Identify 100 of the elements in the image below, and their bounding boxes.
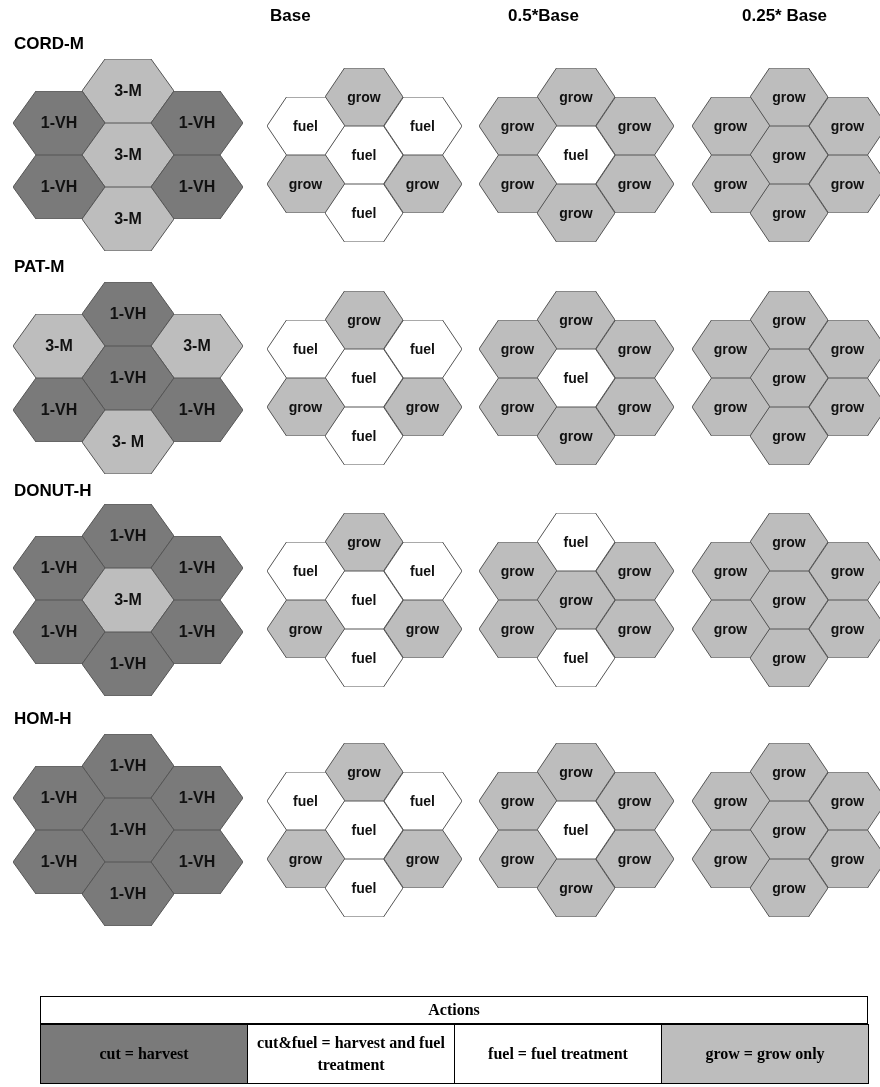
hexagon-cell: grow <box>691 97 770 155</box>
hexagon-cell: 3-M <box>13 314 105 378</box>
column-heading: Base <box>270 6 311 26</box>
hexagon-cell: grow <box>808 542 880 600</box>
hexagon-cell: 1-VH <box>151 830 243 894</box>
hexagon-cell: 1-VH <box>13 830 105 894</box>
column-heading: 0.25* Base <box>742 6 828 26</box>
hexagon-cell: 3- M <box>82 410 174 474</box>
hexagon-cell: fuel <box>325 629 403 687</box>
hexagon-cell: grow <box>750 571 828 629</box>
hexagon-cell: fuel <box>383 320 462 378</box>
hexagon-cell: 1-VH <box>151 766 243 830</box>
hexagon-cell: grow <box>750 859 828 917</box>
hexagon-cell: grow <box>750 629 828 687</box>
hexagon-cell: grow <box>691 542 770 600</box>
hexagon-cell: fuel <box>325 801 403 859</box>
hexagon-cell: grow <box>478 155 557 213</box>
hexagon-cell: grow <box>595 378 674 436</box>
hexagon-cell: 1-VH <box>151 378 243 442</box>
hexagon-cell: grow <box>595 772 674 830</box>
hexagon-cell: grow <box>537 184 615 242</box>
hexagon-cell: fuel <box>325 349 403 407</box>
hexagon-cell: 3-M <box>82 59 174 123</box>
hexagon-cell: grow <box>266 378 345 436</box>
hexagon-cell: fuel <box>325 184 403 242</box>
hexagon-cell: grow <box>691 155 770 213</box>
hexagon-cell: grow <box>750 184 828 242</box>
hexagon-cell: grow <box>595 97 674 155</box>
legend-cell: cut = harvest <box>40 1024 248 1084</box>
legend-cell: fuel = fuel treatment <box>454 1024 662 1084</box>
hexagon-cell: grow <box>325 291 403 349</box>
hexagon-cell: grow <box>750 291 828 349</box>
hexagon-cell: fuel <box>325 407 403 465</box>
hexagon-cell: fuel <box>537 126 615 184</box>
hexagon-cell: grow <box>325 743 403 801</box>
hexagon-cell: 1-VH <box>13 155 105 219</box>
hexagon-cell: grow <box>537 68 615 126</box>
hexagon-cell: grow <box>691 600 770 658</box>
hexagon-cell: fuel <box>266 320 345 378</box>
hexagon-cell: grow <box>595 155 674 213</box>
hexagon-cell: grow <box>537 571 615 629</box>
hexagon-cell: grow <box>691 830 770 888</box>
hexagon-cell: grow <box>750 743 828 801</box>
hexagon-cell: 1-VH <box>82 346 174 410</box>
hexagon-cell: 1-VH <box>151 155 243 219</box>
hexagon-cell: grow <box>750 68 828 126</box>
hexagon-cell: 1-VH <box>82 734 174 798</box>
hexagon-cell: grow <box>750 349 828 407</box>
row-heading: CORD-M <box>14 34 84 54</box>
hexagon-cell: fuel <box>325 126 403 184</box>
hexagon-cell: 1-VH <box>82 798 174 862</box>
hexagon-cell: grow <box>595 320 674 378</box>
hexagon-cell: fuel <box>383 772 462 830</box>
hexagon-cell: grow <box>537 859 615 917</box>
hexagon-cell: fuel <box>537 801 615 859</box>
column-heading: 0.5*Base <box>508 6 579 26</box>
hexagon-cell: 1-VH <box>13 536 105 600</box>
hexagon-cell: 1-VH <box>13 600 105 664</box>
hexagon-cell: grow <box>537 743 615 801</box>
legend-cell: grow = grow only <box>661 1024 869 1084</box>
hexagon-cell: grow <box>478 600 557 658</box>
hexagon-cell: 3-M <box>82 123 174 187</box>
hexagon-cell: 1-VH <box>13 378 105 442</box>
hexagon-cell: fuel <box>325 571 403 629</box>
hexagon-cell: grow <box>750 513 828 571</box>
hexagon-cell: grow <box>595 542 674 600</box>
hexagon-cell: grow <box>808 378 880 436</box>
hexagon-cell: fuel <box>325 859 403 917</box>
legend-title: Actions <box>40 996 868 1024</box>
hexagon-cell: 1-VH <box>13 91 105 155</box>
hexagon-cell: grow <box>383 155 462 213</box>
hexagon-cell: grow <box>383 600 462 658</box>
row-heading: HOM-H <box>14 709 72 729</box>
hexagon-cell: 3-M <box>151 314 243 378</box>
hexagon-cell: grow <box>537 291 615 349</box>
hexagon-cell: 1-VH <box>82 632 174 696</box>
hexagon-cell: grow <box>478 378 557 436</box>
hexagon-cell: grow <box>808 830 880 888</box>
hexagon-cell: grow <box>750 801 828 859</box>
hexagon-cell: 1-VH <box>151 91 243 155</box>
hexagon-cell: grow <box>808 600 880 658</box>
hexagon-cell: grow <box>691 772 770 830</box>
hexagon-cell: grow <box>595 830 674 888</box>
hexagon-cell: grow <box>325 513 403 571</box>
row-heading: DONUT-H <box>14 481 92 501</box>
hexagon-cell: 1-VH <box>13 766 105 830</box>
hexagon-cell: grow <box>383 378 462 436</box>
hexagon-cell: 3-M <box>82 187 174 251</box>
hexagon-cell: grow <box>750 407 828 465</box>
hexagon-cell: fuel <box>383 97 462 155</box>
hexagon-cell: grow <box>325 68 403 126</box>
hexagon-cell: fuel <box>383 542 462 600</box>
hexagon-cell: fuel <box>537 349 615 407</box>
hexagon-cell: grow <box>478 830 557 888</box>
hexagon-cell: 1-VH <box>82 504 174 568</box>
hexagon-cell: fuel <box>537 629 615 687</box>
hexagon-cell: grow <box>383 830 462 888</box>
hexagon-cell: grow <box>266 155 345 213</box>
hexagon-cell: grow <box>478 320 557 378</box>
hexagon-cell: fuel <box>266 97 345 155</box>
